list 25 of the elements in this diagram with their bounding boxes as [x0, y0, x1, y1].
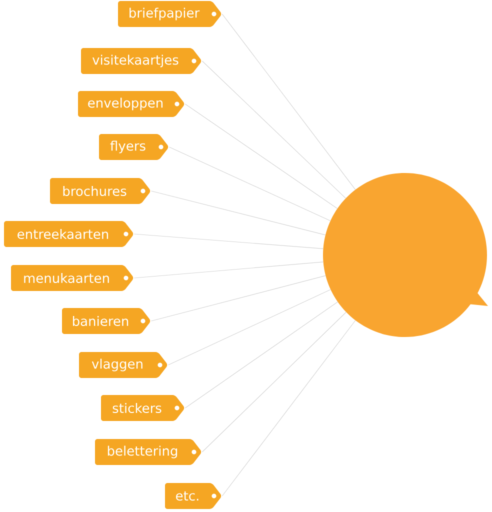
connector-line: [184, 302, 338, 408]
tag-label: brochures: [50, 178, 150, 204]
tag-label: briefpapier: [118, 1, 222, 27]
connector-line: [134, 262, 324, 278]
connector-line: [168, 289, 331, 366]
tag-label: enveloppen: [78, 91, 184, 117]
connector-line: [222, 14, 356, 190]
connector-line: [134, 234, 324, 249]
tag-label: etc.: [165, 483, 222, 509]
speech-bubble: [323, 173, 488, 337]
tag-label: belettering: [95, 439, 202, 465]
connector-line: [222, 320, 356, 496]
connector-line: [202, 312, 346, 452]
tag-label: stickers: [101, 395, 184, 421]
connector-line: [184, 104, 338, 209]
connector-line: [168, 146, 331, 222]
tag-label: vlaggen: [79, 352, 168, 378]
tag-label: visitekaartjes: [81, 48, 202, 74]
tag-label: entreekaarten: [4, 221, 134, 247]
connector-line: [150, 275, 326, 322]
connector-line: [150, 190, 326, 236]
tag-label: banieren: [62, 308, 150, 334]
tag-label: menukaarten: [11, 265, 134, 291]
tag-label: flyers: [99, 134, 168, 160]
connector-line: [202, 60, 346, 198]
